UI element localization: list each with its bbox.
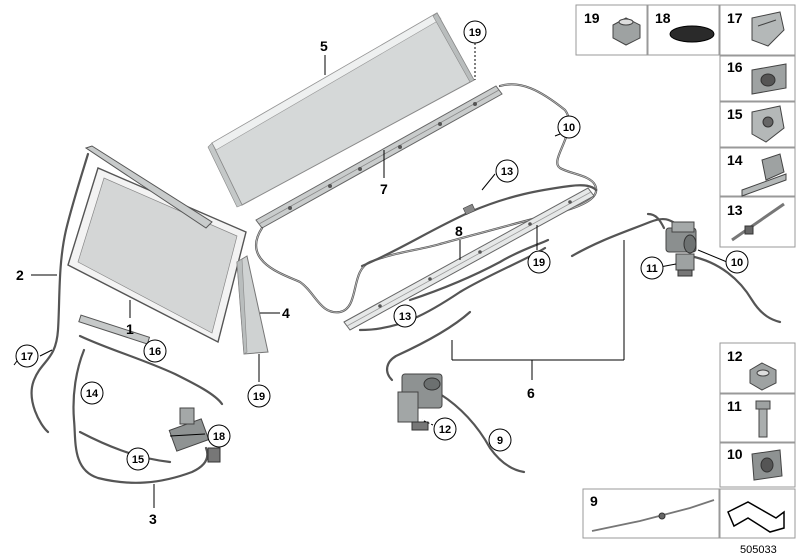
callout-13-upper: 13: [495, 159, 519, 183]
svg-text:13: 13: [501, 166, 513, 178]
callout-18: 18: [207, 424, 231, 448]
callout-9: 9: [488, 428, 512, 452]
parts-box-18: 18: [647, 4, 720, 56]
seal-profile-icon: [727, 501, 785, 533]
part-labels: 5 7 8 2 1 4 3 6: [16, 38, 535, 527]
sunshade-panel-5: [207, 12, 475, 208]
nut-icon: [612, 17, 641, 46]
svg-text:16: 16: [149, 346, 161, 358]
guide-rail-8: [343, 187, 595, 331]
svg-text:12: 12: [439, 424, 451, 436]
part-label-1: 1: [126, 321, 134, 337]
clip-icon: [751, 11, 785, 47]
parts-box-19: 19: [575, 4, 648, 56]
svg-text:11: 11: [727, 398, 742, 414]
callout-17: 17: [15, 344, 39, 368]
parts-box-blank: [719, 488, 796, 539]
svg-text:19: 19: [533, 257, 545, 269]
callout-19-mid: 19: [527, 250, 551, 274]
callout-15: 15: [126, 447, 150, 471]
callout-19-bottom: 19: [247, 384, 271, 408]
svg-text:14: 14: [727, 152, 743, 168]
svg-text:19: 19: [584, 10, 600, 26]
drive-motor-11-right: [665, 221, 697, 277]
cable-10-upper: [254, 83, 598, 314]
cable-holder-icon: [751, 63, 787, 95]
part-label-5: 5: [320, 38, 328, 54]
svg-text:19: 19: [469, 27, 481, 39]
svg-text:18: 18: [655, 10, 671, 26]
callout-10-right: 10: [725, 250, 749, 274]
drive-unit-6: [386, 310, 526, 474]
document-number: 505033: [740, 544, 777, 556]
part-label-8: 8: [455, 223, 463, 239]
trim-rail-2: [30, 145, 213, 434]
svg-text:9: 9: [497, 435, 503, 447]
part-label-6: 6: [527, 385, 535, 401]
svg-text:11: 11: [646, 263, 658, 275]
cable-tie-icon: [731, 202, 785, 242]
part-label-2: 2: [16, 267, 24, 283]
cable-10-right: [570, 212, 782, 324]
svg-text:12: 12: [727, 348, 743, 364]
callout-19-top: 19: [463, 20, 487, 44]
callout-16: 16: [143, 339, 167, 363]
svg-text:14: 14: [86, 388, 99, 400]
parts-box-14: 14: [719, 147, 796, 197]
callout-11: 11: [640, 256, 664, 280]
svg-text:13: 13: [727, 202, 743, 218]
svg-text:15: 15: [132, 454, 144, 466]
callout-12: 12: [433, 417, 457, 441]
parts-box-10: 10: [719, 442, 796, 488]
callout-13-lower: 13: [393, 304, 417, 328]
svg-text:9: 9: [590, 493, 598, 509]
svg-text:19: 19: [253, 391, 265, 403]
svg-text:16: 16: [727, 59, 743, 75]
svg-text:17: 17: [21, 351, 33, 363]
parts-box-9: 9: [582, 488, 720, 539]
drive-assembly-3: [72, 314, 224, 484]
parts-box-15: 15: [719, 101, 796, 148]
cable-13-upper: [360, 184, 598, 268]
hex-nut-icon: [749, 362, 777, 391]
plug-cap-icon: [669, 25, 715, 43]
clamp-icon: [751, 105, 785, 143]
quarter-shade-4: [236, 255, 269, 355]
svg-text:10: 10: [563, 122, 575, 134]
parts-box-17: 17: [719, 4, 796, 56]
part-label-7: 7: [380, 181, 388, 197]
part-label-4: 4: [282, 305, 290, 321]
callouts: 19 10 13 19 11 10 13 17: [15, 20, 749, 471]
svg-text:15: 15: [727, 106, 743, 122]
screw-icon: [755, 400, 771, 438]
svg-text:17: 17: [727, 10, 743, 26]
leader-lines: [13, 43, 728, 508]
cable-clip-icon: [751, 449, 783, 481]
bracket-icon: [741, 153, 787, 197]
bowden-cable-icon: [591, 499, 715, 532]
guide-rail-7: [255, 85, 503, 229]
svg-text:18: 18: [213, 431, 225, 443]
parts-panel: 19 18 17 16: [575, 4, 796, 539]
callout-10-upper: 10: [557, 115, 581, 139]
svg-text:13: 13: [399, 311, 411, 323]
parts-box-11: 11: [719, 393, 796, 443]
callout-14: 14: [80, 381, 104, 405]
parts-box-16: 16: [719, 55, 796, 102]
parts-box-12: 12: [719, 342, 796, 394]
svg-text:10: 10: [731, 257, 743, 269]
part-label-3: 3: [149, 511, 157, 527]
parts-box-13: 13: [719, 196, 796, 248]
cable-13-lower: [358, 238, 550, 332]
window-sunblind-1: [67, 167, 247, 344]
svg-text:10: 10: [727, 446, 743, 462]
